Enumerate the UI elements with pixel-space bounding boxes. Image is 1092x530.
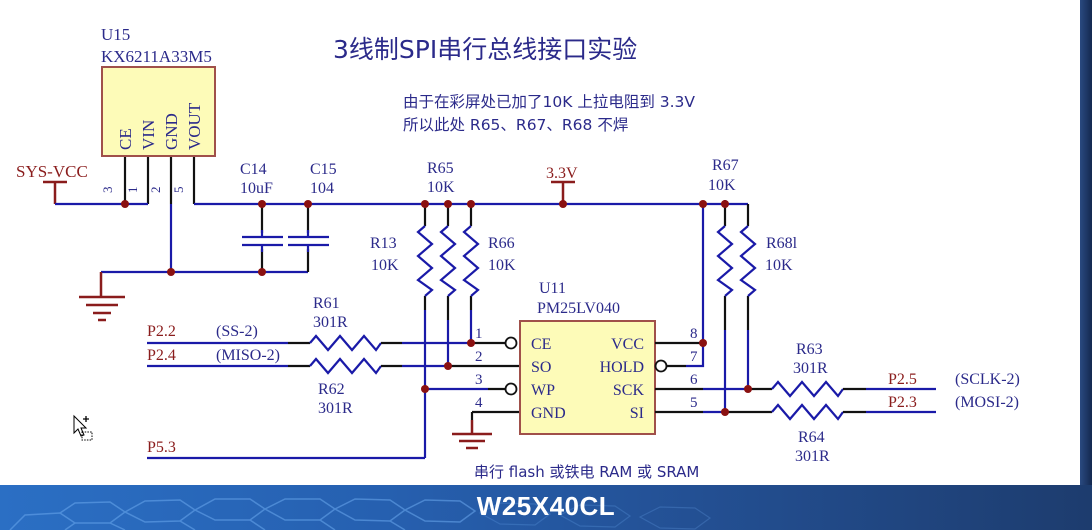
c15-value: 104 <box>310 180 334 197</box>
u15-pinnum-3: 3 <box>100 187 115 194</box>
resistor-r13 <box>416 204 434 458</box>
footer-title: W25X40CL <box>476 491 616 521</box>
u11-pinnum-8: 8 <box>690 326 698 342</box>
u11-pinnum-4: 4 <box>475 395 483 411</box>
u11-pinnum-5: 5 <box>690 395 698 411</box>
ground-symbol-1 <box>79 272 125 322</box>
u11-pin-wp: WP <box>531 382 555 399</box>
r61-value: 301R <box>313 314 348 331</box>
r68-ref: R68l <box>766 235 798 252</box>
mouse-cursor-icon <box>73 414 93 441</box>
r62-ref: R62 <box>318 381 345 398</box>
net-p2-5: P2.5 <box>888 371 917 388</box>
c14-ref: C14 <box>240 161 267 178</box>
u15-ref: U15 <box>101 25 130 44</box>
resistor-r67 <box>716 204 734 412</box>
u15-pin-gnd: GND <box>162 113 181 150</box>
r64-ref: R64 <box>798 429 825 446</box>
memory-caption: 串行 flash 或铁电 RAM 或 SRAM <box>474 463 699 481</box>
r13-ref: R13 <box>370 235 397 252</box>
schematic-title: 3线制SPI串行总线接口实验 <box>333 35 637 64</box>
u15-pin-vout: VOUT <box>185 102 204 150</box>
u11-pin-sck: SCK <box>613 382 645 399</box>
vcc-hold-wire <box>686 204 705 368</box>
r61-ref: R61 <box>313 295 340 312</box>
hexagon-pattern <box>9 498 712 530</box>
capacitor-c15: C15 104 <box>288 161 337 272</box>
r64-value: 301R <box>795 448 830 465</box>
sys-vcc-label: SYS-VCC <box>16 162 88 181</box>
net-sclk-2: (SCLK-2) <box>955 371 1020 388</box>
u15-pinnum-2: 2 <box>148 187 163 194</box>
u11-pin-vcc: VCC <box>611 336 644 353</box>
resistor-r66 <box>462 204 480 343</box>
u15-pin-vin: VIN <box>139 120 158 150</box>
r62-value: 301R <box>318 400 353 417</box>
miso-line <box>147 357 520 375</box>
u15-part: KX6211A33M5 <box>101 47 212 66</box>
u11-pinnum-2: 2 <box>475 349 483 365</box>
u11-pin-ce: CE <box>531 336 551 353</box>
r66-value: 10K <box>488 257 516 274</box>
u11-pinnum-3: 3 <box>475 372 483 388</box>
u11-pinnum-6: 6 <box>690 372 698 388</box>
u11-pin-hold: HOLD <box>600 359 644 376</box>
u11-pin-so: SO <box>531 359 551 376</box>
net-miso-2: (MISO-2) <box>216 347 280 364</box>
net-p2-3: P2.3 <box>888 394 917 411</box>
u11-pinnum-7: 7 <box>690 349 698 365</box>
resistor-r68 <box>739 204 757 390</box>
u11-pin-gnd: GND <box>531 405 566 422</box>
net-mosi-2: (MOSI-2) <box>955 394 1019 411</box>
note-line-1: 由于在彩屏处已加了10K 上拉电阻到 3.3V <box>403 93 695 111</box>
memory-u11: U11 PM25LV040 CE SO WP GND VCC HOLD SCK … <box>475 280 698 435</box>
r68-value: 10K <box>765 257 793 274</box>
u15-pinnum-5: 5 <box>171 187 186 194</box>
schematic: 3线制SPI串行总线接口实验 由于在彩屏处已加了10K 上拉电阻到 3.3V 所… <box>16 25 1020 481</box>
r65-ref: R65 <box>427 160 454 177</box>
u15-pin-ce: CE <box>116 128 135 150</box>
junction-dots <box>121 200 752 416</box>
ground-symbol-2 <box>452 420 492 450</box>
ss-line <box>147 334 518 352</box>
slide-footer: W25X40CL <box>0 485 1092 530</box>
net-p5-3: P5.3 <box>147 439 176 456</box>
net-p2-2: P2.2 <box>147 323 176 340</box>
r66-ref: R66 <box>488 235 515 252</box>
v33-label: 3.3V <box>546 165 578 182</box>
u15-body <box>101 66 216 157</box>
u11-body <box>519 320 656 435</box>
r63-value: 301R <box>793 360 828 377</box>
u11-ref: U11 <box>539 280 566 297</box>
net-p2-4: P2.4 <box>147 347 176 364</box>
r67-value: 10K <box>708 177 736 194</box>
r13-value: 10K <box>371 257 399 274</box>
u11-pinnum-1: 1 <box>475 326 483 342</box>
r65-value: 10K <box>427 179 455 196</box>
sys-vcc-symbol <box>43 180 67 204</box>
note-line-2: 所以此处 R65、R67、R68 不焊 <box>403 116 628 134</box>
window-border-right <box>1080 0 1092 530</box>
net-ss-2: (SS-2) <box>216 323 258 340</box>
c14-value: 10uF <box>240 180 273 197</box>
regulator-u15: U15 KX6211A33M5 CE VIN GND VOUT 3 1 2 5 <box>100 25 216 204</box>
r67-ref: R67 <box>712 157 739 174</box>
wp-line <box>425 382 518 396</box>
resistor-r65 <box>439 204 457 366</box>
c15-ref: C15 <box>310 161 337 178</box>
capacitor-c14: C14 10uF <box>240 161 283 272</box>
slide-canvas: 3线制SPI串行总线接口实验 由于在彩屏处已加了10K 上拉电阻到 3.3V 所… <box>0 0 1080 485</box>
u15-pinnum-1: 1 <box>125 187 140 194</box>
u11-pin-si: SI <box>630 405 644 422</box>
r63-ref: R63 <box>796 341 823 358</box>
u11-part: PM25LV040 <box>537 300 620 317</box>
